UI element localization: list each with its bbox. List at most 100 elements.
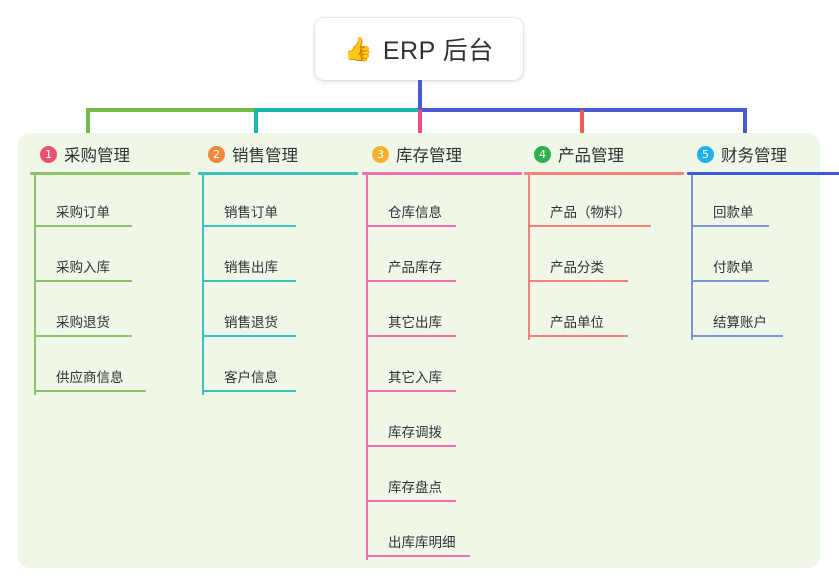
content-panel: [18, 133, 820, 568]
leaf-label: 其它出库: [388, 315, 442, 330]
leaf-rule: [691, 225, 769, 227]
branch-title-1: 采购管理: [64, 147, 130, 165]
branch-header-5[interactable]: 5 财务管理: [687, 140, 839, 168]
branch-drop-4: [580, 110, 584, 142]
leaf-label: 付款单: [713, 260, 754, 275]
list-item[interactable]: 销售订单: [198, 175, 358, 230]
leaf-label: 采购入库: [56, 260, 110, 275]
branch-badge-3: 3: [372, 145, 389, 163]
leaf-spine-3: [366, 175, 368, 560]
list-item[interactable]: 采购退货: [30, 285, 190, 340]
list-item[interactable]: 仓库信息: [362, 175, 522, 230]
branch-title-4: 产品管理: [558, 147, 624, 165]
branch-rule-5: [687, 172, 839, 175]
list-item[interactable]: 产品分类: [524, 230, 684, 285]
branch-column-5: 5 财务管理 回款单 付款单 结算账户: [687, 140, 839, 340]
list-item[interactable]: 回款单: [687, 175, 839, 230]
leaf-list-4: 产品（物料） 产品分类 产品单位: [524, 175, 684, 340]
branch-header-1[interactable]: 1 采购管理: [30, 140, 190, 168]
leaf-label: 产品单位: [550, 315, 604, 330]
leaf-spine-5: [691, 175, 693, 340]
list-item[interactable]: 库存调拨: [362, 395, 522, 450]
leaf-rule: [366, 225, 456, 227]
leaf-rule: [202, 225, 296, 227]
leaf-label: 产品（物料）: [550, 205, 631, 220]
leaf-label: 销售退货: [224, 315, 278, 330]
leaf-label: 采购订单: [56, 205, 110, 220]
list-item[interactable]: 结算账户: [687, 285, 839, 340]
list-item[interactable]: 销售出库: [198, 230, 358, 285]
leaf-rule: [202, 335, 296, 337]
branch-title-2: 销售管理: [232, 147, 298, 165]
leaf-rule: [34, 335, 132, 337]
branch-drop-1: [86, 110, 90, 142]
branch-drop-2: [254, 110, 258, 142]
leaf-spine-4: [528, 175, 530, 340]
leaf-rule: [691, 280, 769, 282]
leaf-rule: [202, 390, 296, 392]
branch-header-4[interactable]: 4 产品管理: [524, 140, 684, 168]
branch-badge-4: 4: [534, 145, 551, 163]
leaf-rule: [34, 225, 132, 227]
leaf-label: 产品库存: [388, 260, 442, 275]
leaf-label: 销售出库: [224, 260, 278, 275]
list-item[interactable]: 产品（物料）: [524, 175, 684, 230]
thumbs-up-icon: 👍: [344, 35, 373, 62]
leaf-rule: [202, 280, 296, 282]
leaf-rule: [528, 280, 628, 282]
leaf-rule: [366, 280, 456, 282]
leaf-label: 销售订单: [224, 205, 278, 220]
list-item[interactable]: 产品单位: [524, 285, 684, 340]
list-item[interactable]: 其它入库: [362, 340, 522, 395]
leaf-rule: [366, 390, 456, 392]
leaf-label: 采购退货: [56, 315, 110, 330]
branch-drop-3: [418, 110, 422, 142]
list-item[interactable]: 其它出库: [362, 285, 522, 340]
root-title: ERP 后台: [382, 37, 494, 65]
branch-header-2[interactable]: 2 销售管理: [198, 140, 358, 168]
list-item[interactable]: 客户信息: [198, 340, 358, 395]
leaf-rule: [528, 335, 628, 337]
leaf-spine-2: [202, 175, 204, 395]
list-item[interactable]: 产品库存: [362, 230, 522, 285]
list-item[interactable]: 库存盘点: [362, 450, 522, 505]
leaf-spine-1: [34, 175, 36, 395]
branch-rule-1: [30, 172, 190, 175]
list-item[interactable]: 采购入库: [30, 230, 190, 285]
branch-rule-3: [362, 172, 522, 175]
branch-column-3: 3 库存管理 仓库信息 产品库存 其它出库 其它入库 库存调拨: [362, 140, 522, 560]
leaf-label: 客户信息: [224, 370, 278, 385]
leaf-rule: [366, 335, 456, 337]
leaf-list-5: 回款单 付款单 结算账户: [687, 175, 839, 340]
root-node[interactable]: 👍 ERP 后台: [315, 18, 523, 80]
leaf-label: 回款单: [713, 205, 754, 220]
leaf-rule: [34, 280, 132, 282]
connector-bar-green: [86, 108, 256, 112]
branch-drop-5: [743, 110, 747, 142]
branch-column-4: 4 产品管理 产品（物料） 产品分类 产品单位: [524, 140, 684, 340]
leaf-list-2: 销售订单 销售出库 销售退货 客户信息: [198, 175, 358, 395]
leaf-list-1: 采购订单 采购入库 采购退货 供应商信息: [30, 175, 190, 395]
branch-rule-2: [198, 172, 358, 175]
list-item[interactable]: 销售退货: [198, 285, 358, 340]
leaf-label: 出库库明细: [388, 535, 456, 550]
branch-badge-5: 5: [697, 145, 714, 163]
leaf-label: 仓库信息: [388, 205, 442, 220]
branch-header-3[interactable]: 3 库存管理: [362, 140, 522, 168]
list-item[interactable]: 采购订单: [30, 175, 190, 230]
leaf-label: 库存盘点: [388, 480, 442, 495]
list-item[interactable]: 供应商信息: [30, 340, 190, 395]
leaf-label: 其它入库: [388, 370, 442, 385]
list-item[interactable]: 出库库明细: [362, 505, 522, 560]
leaf-rule: [528, 225, 651, 227]
branch-column-2: 2 销售管理 销售订单 销售出库 销售退货 客户信息: [198, 140, 358, 395]
list-item[interactable]: 付款单: [687, 230, 839, 285]
leaf-label: 结算账户: [713, 315, 767, 330]
branch-badge-2: 2: [208, 145, 225, 163]
leaf-label: 供应商信息: [56, 370, 124, 385]
leaf-rule: [34, 390, 146, 392]
leaf-rule: [366, 555, 470, 557]
leaf-rule: [691, 335, 783, 337]
leaf-rule: [366, 445, 456, 447]
leaf-label: 产品分类: [550, 260, 604, 275]
